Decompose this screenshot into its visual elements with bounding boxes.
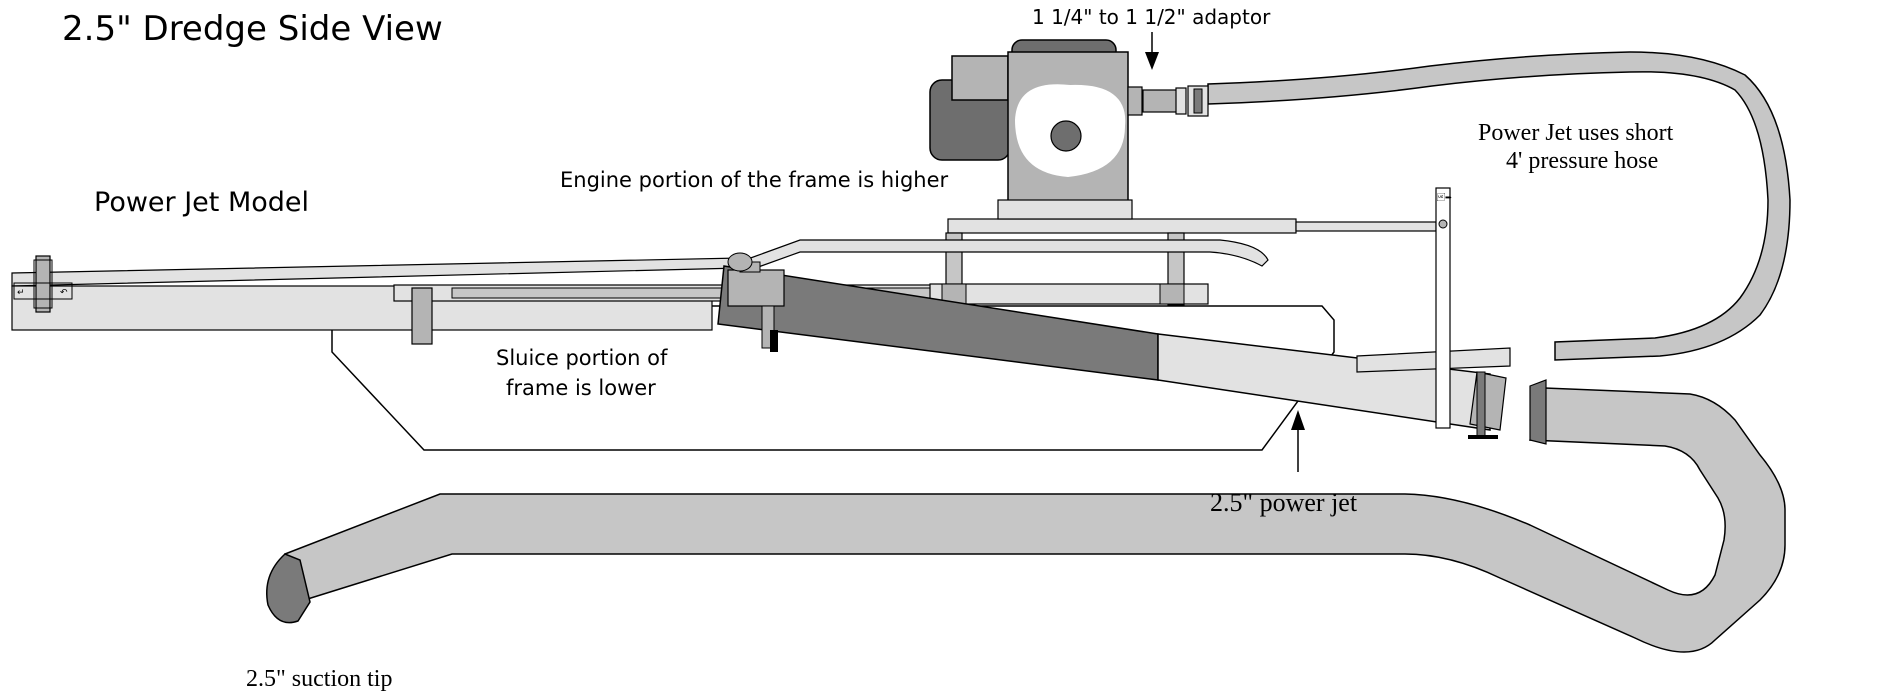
svg-text:↶: ↶ [60,288,68,298]
down-arrow-icon [1145,32,1159,70]
svg-text:↵: ↵ [17,288,25,298]
page-title: 2.5" Dredge Side View [62,9,443,49]
suction-tip [266,553,311,624]
sluice-frame-callout-line2: frame is lower [506,376,656,400]
model-label: Power Jet Model [94,187,310,218]
engine [929,39,1209,220]
pressure-hose-callout-line1: Power Jet uses short [1478,120,1674,146]
suction-hose [284,387,1786,653]
pressure-hose-callout-line2: 4' pressure hose [1506,148,1659,174]
svg-text: ➡: ➡ [1437,193,1452,202]
pressure-hose [1207,51,1791,361]
suction-tip-callout: 2.5" suction tip [246,666,393,692]
power-jet [1157,333,1547,445]
engine-frame [744,218,1437,306]
frame-post: ➡ [1435,187,1452,429]
sluice-box [717,252,1159,381]
adaptor-callout: 1 1/4" to 1 1/2" adaptor [1032,5,1271,29]
sluice-frame-callout-line1: Sluice portion of [496,346,668,370]
engine-frame-callout: Engine portion of the frame is higher [560,168,949,192]
up-arrow-icon [1291,410,1305,472]
power-jet-callout: 2.5" power jet [1210,488,1358,517]
